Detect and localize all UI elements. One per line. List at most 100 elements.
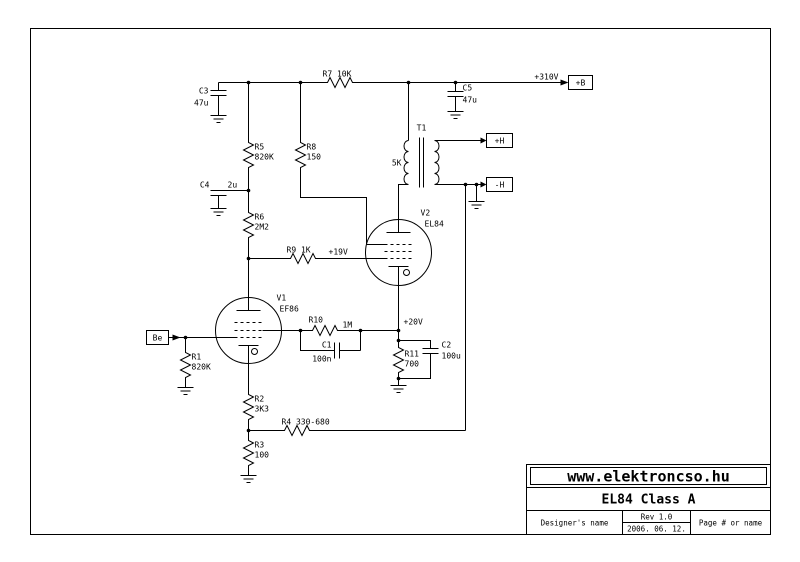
connector-b-plus	[568, 75, 593, 90]
label-r6-name: R6	[255, 213, 265, 222]
resistor-symbol	[393, 345, 404, 375]
title-block-revision: Rev 1.0	[641, 513, 673, 522]
tube-pin-circle	[251, 348, 258, 355]
tube-v2-grids	[384, 244, 413, 259]
component-c3: C3 47u	[194, 82, 227, 123]
title-block-date: 2006. 06. 12.	[627, 525, 686, 534]
arrow-icon	[480, 137, 487, 144]
label-r3-value: 100	[255, 451, 270, 460]
wire-feedback	[248, 184, 466, 431]
arrow-icon	[480, 181, 487, 188]
component-r9: R9 1K +19V	[246, 246, 385, 264]
wire-r8-screen	[300, 82, 385, 245]
input-connector: Be	[146, 330, 235, 345]
tube-v2-electrodes	[365, 184, 411, 346]
component-t1: +H -H T1 5K	[392, 82, 513, 209]
title-block-project: EL84 Class A	[602, 493, 696, 508]
ground-icon	[447, 108, 464, 119]
label-c3-name: C3	[199, 87, 209, 96]
label-r10-value: 1M	[343, 321, 353, 330]
tube-v1: V1 EF86	[215, 239, 299, 393]
label-r8-value: 150	[307, 153, 322, 162]
component-r8: R8 150	[295, 82, 385, 245]
label-grid-voltage: +19V	[329, 248, 348, 257]
ground-icon	[390, 382, 407, 393]
resistor-symbol	[243, 210, 254, 240]
transformer-core	[419, 137, 424, 188]
connector-input	[146, 330, 169, 345]
junction-dot	[396, 338, 401, 343]
label-r5-name: R5	[255, 143, 265, 152]
component-r4: R4 330-680	[248, 182, 468, 436]
label-r10-name: R10	[309, 316, 324, 325]
capacitor-symbol	[210, 190, 227, 196]
title-block-website: www.elektroncso.hu	[567, 468, 730, 486]
supply-rail: +B +310V	[218, 73, 593, 90]
resistor-symbol	[243, 438, 254, 468]
component-r2-r3: R2 3K3 R3 100	[240, 392, 270, 483]
component-c4: C4 2u	[200, 181, 249, 216]
label-r6-value: 2M2	[255, 223, 270, 232]
capacitor-symbol	[334, 342, 340, 359]
label-v2-name: V2	[421, 209, 431, 218]
component-r10-c1: R10 1M C1 100n	[281, 316, 401, 364]
label-c2-value: 100u	[442, 352, 461, 361]
junction-dot	[298, 328, 303, 333]
label-r1-name: R1	[192, 353, 202, 362]
title-block-frame	[526, 464, 771, 535]
label-r5-value: 820K	[255, 153, 274, 162]
arrow-icon	[172, 334, 181, 341]
connector-b-plus-label: +B	[576, 79, 586, 88]
website-box	[530, 467, 767, 485]
component-c5: C5 47u	[447, 82, 478, 119]
label-c5-value: 47u	[463, 96, 478, 105]
label-c4-value: 2u	[228, 181, 238, 190]
tube-pin-circle	[403, 269, 410, 276]
title-block-page: Page # or name	[699, 519, 763, 528]
resistor-symbol	[295, 140, 306, 170]
junction-dot	[396, 328, 401, 333]
label-v1-type: EF86	[280, 305, 299, 314]
label-cathode-voltage: +20V	[404, 318, 423, 327]
label-c3-value: 47u	[194, 99, 209, 108]
label-v1-name: V1	[277, 294, 287, 303]
junction-dot	[396, 376, 401, 381]
junction-dot	[474, 182, 479, 187]
label-c2-name: C2	[442, 341, 452, 350]
label-t1-name: T1	[417, 124, 427, 133]
component-r11-c2: +20V R11 700 C2 100u	[390, 318, 461, 393]
resistor-symbol	[282, 425, 312, 436]
primary-winding	[403, 140, 409, 185]
label-r2-value: 3K3	[255, 405, 270, 414]
tube-v1-electrodes	[236, 239, 282, 393]
ground-icon	[177, 384, 194, 395]
connector-h-plus-label: +H	[495, 137, 505, 146]
label-supply-voltage: +310V	[534, 73, 558, 82]
label-r1-value: 820K	[192, 363, 211, 372]
capacitor-symbol	[447, 91, 464, 97]
wire-secondary	[434, 140, 481, 199]
ground-icon	[468, 198, 485, 209]
junction-dot	[358, 328, 363, 333]
label-c4-name: C4	[200, 181, 210, 190]
drawing-border	[30, 28, 771, 535]
resistor-symbol	[288, 253, 318, 264]
ground-icon	[210, 205, 227, 216]
label-c5-name: C5	[463, 84, 473, 93]
label-c1-value: 100n	[312, 355, 331, 364]
component-r1: R1 820K	[177, 335, 211, 395]
label-r11-value: 700	[405, 360, 420, 369]
label-r8-name: R8	[307, 143, 317, 152]
wire-c4	[218, 190, 249, 206]
label-r9: R9 1K	[287, 246, 311, 255]
resistor-symbol	[325, 77, 355, 88]
secondary-winding	[434, 140, 440, 185]
component-r5-r6: R5 820K R6 2M2	[243, 82, 274, 240]
resistor-symbol	[243, 392, 254, 422]
tube-v2: V2 EL84	[365, 184, 444, 346]
connector-h-minus	[486, 177, 513, 192]
connector-h-minus-label: -H	[495, 181, 505, 190]
title-block: www.elektroncso.hu EL84 Class A Designer…	[526, 464, 771, 535]
